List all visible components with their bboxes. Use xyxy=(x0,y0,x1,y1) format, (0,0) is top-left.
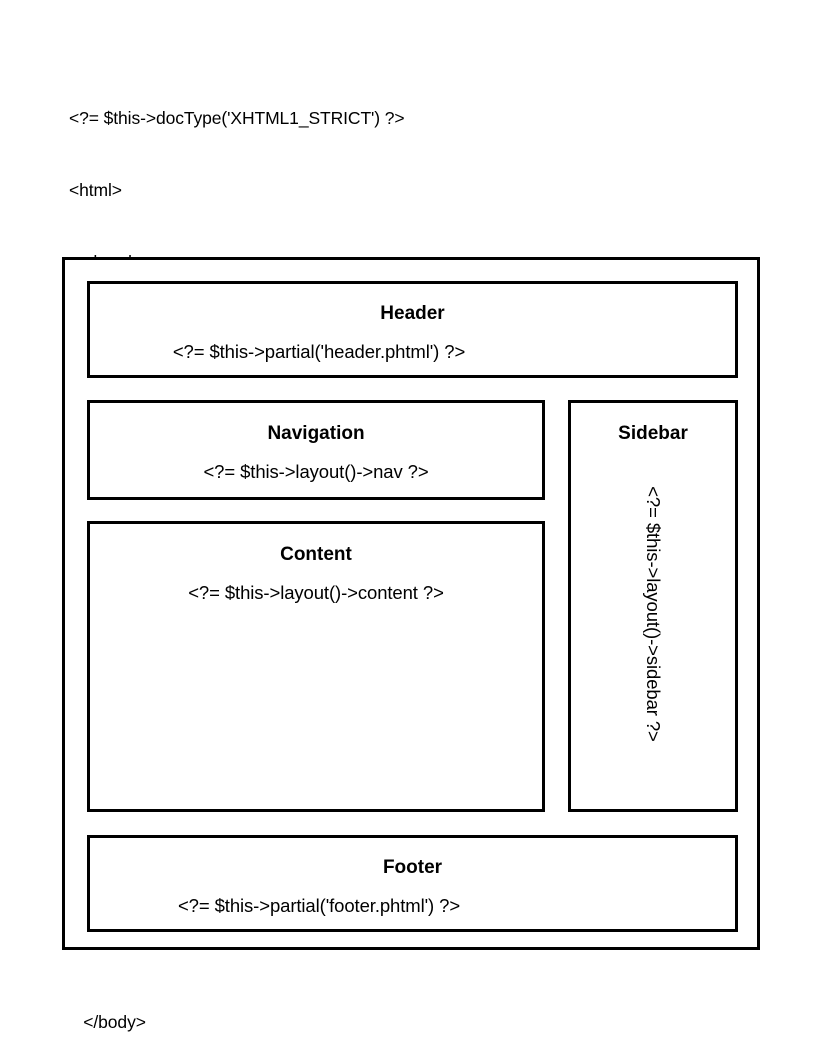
header-panel-code: <?= $this->partial('header.phtml') ?> xyxy=(172,341,466,362)
footer-panel: Footer <?= $this->partial('footer.phtml'… xyxy=(87,835,738,932)
footer-panel-code: <?= $this->partial('footer.phtml') ?> xyxy=(177,895,461,916)
bottom-code-block: </body> </html> xyxy=(69,962,146,1056)
code-line-html-open: <html> xyxy=(69,180,122,200)
header-panel: Header <?= $this->partial('header.phtml'… xyxy=(87,281,738,378)
navigation-panel: Navigation <?= $this->layout()->nav ?> xyxy=(87,400,545,500)
sidebar-panel: Sidebar <?= $this->layout()->sidebar ?> xyxy=(568,400,738,812)
content-panel: Content <?= $this->layout()->content ?> xyxy=(87,521,545,812)
code-line-doctype: <?= $this->docType('XHTML1_STRICT') ?> xyxy=(69,108,405,128)
sidebar-panel-code-wrapper: <?= $this->layout()->sidebar ?> xyxy=(571,458,735,798)
content-panel-title: Content xyxy=(280,544,352,565)
body-region-box: Header <?= $this->partial('header.phtml'… xyxy=(62,257,760,950)
content-panel-code: <?= $this->layout()->content ?> xyxy=(188,582,444,603)
code-line-body-close: </body> xyxy=(69,1012,146,1032)
sidebar-panel-code: <?= $this->layout()->sidebar ?> xyxy=(643,486,665,742)
sidebar-panel-title: Sidebar xyxy=(618,423,688,444)
navigation-panel-title: Navigation xyxy=(267,423,365,444)
footer-panel-title: Footer xyxy=(382,857,443,878)
header-panel-title: Header xyxy=(380,303,445,324)
navigation-panel-code: <?= $this->layout()->nav ?> xyxy=(203,461,429,482)
